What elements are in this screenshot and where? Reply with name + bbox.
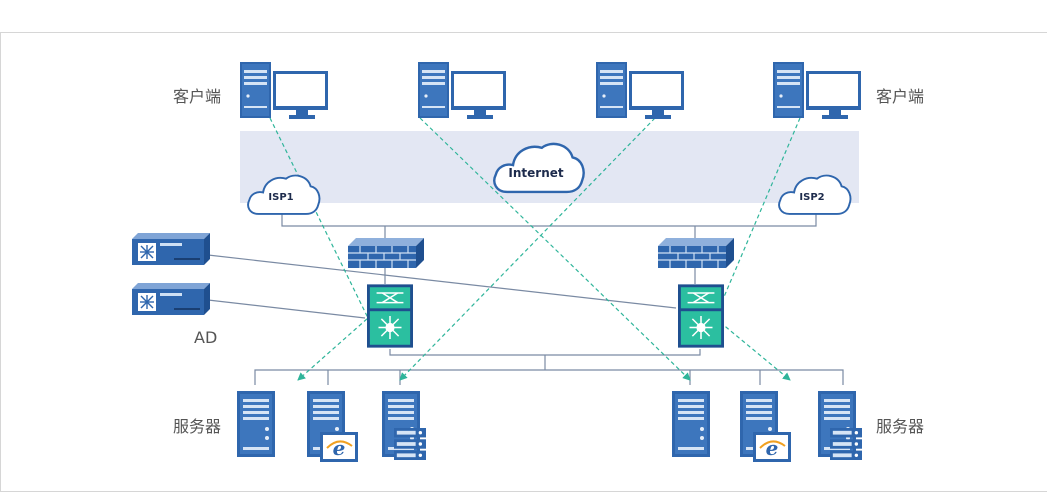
client-pc-icon — [596, 62, 684, 119]
core-switch-icon — [367, 284, 413, 348]
server-label-left: 服务器 — [173, 417, 222, 436]
internet-cloud-icon: Internet — [493, 142, 585, 194]
server-label-right: 服务器 — [876, 417, 925, 436]
core-switch-icon — [678, 284, 724, 348]
ad-appliance-icon — [131, 283, 210, 315]
svg-text:Internet: Internet — [508, 166, 563, 180]
tower-server-icon — [672, 391, 710, 457]
firewall-icon — [657, 238, 734, 268]
svg-text:ISP1: ISP1 — [268, 192, 293, 203]
web-browser-icon — [320, 432, 358, 462]
isp1-cloud-icon: ISP1 — [247, 174, 321, 215]
isp2-cloud-icon: ISP2 — [778, 174, 852, 215]
client-label-left: 客户端 — [173, 87, 222, 106]
ad-label: AD — [194, 328, 218, 347]
storage-stack-icon — [394, 428, 426, 460]
storage-stack-icon — [830, 428, 862, 460]
client-label-right: 客户端 — [876, 87, 925, 106]
svg-text:ISP2: ISP2 — [799, 192, 824, 203]
tower-server-icon — [237, 391, 275, 457]
client-pc-icon — [240, 62, 328, 119]
client-pc-icon — [773, 62, 861, 119]
solid-links — [207, 213, 844, 385]
client-pc-icon — [418, 62, 506, 119]
ad-appliance-icon — [131, 233, 210, 265]
diagram-frame — [0, 32, 1047, 492]
firewall-icon — [347, 238, 424, 268]
web-browser-icon — [753, 432, 791, 462]
